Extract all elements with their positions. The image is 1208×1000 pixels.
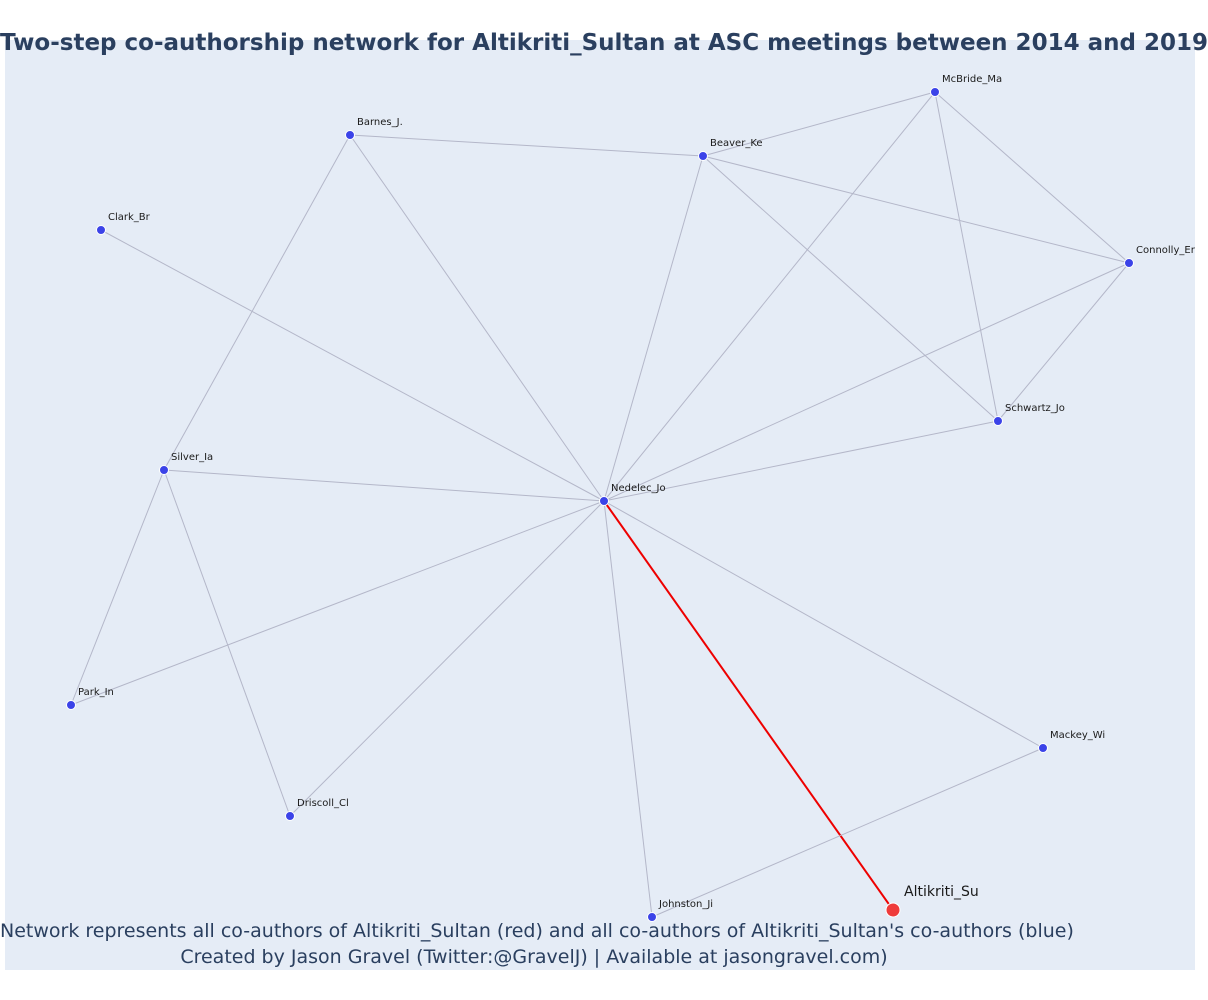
edge-nedelec-jo-barnes-j (349, 134, 605, 502)
node-marker-park-in[interactable] (66, 700, 76, 710)
node-johnston-ji[interactable]: Johnston_Ji (647, 899, 714, 922)
node-label-beaver-ke: Beaver_Ke (710, 138, 763, 149)
edge-barnes-j-beaver-ke (349, 134, 704, 157)
node-marker-nedelec-jo[interactable] (599, 496, 609, 506)
node-label-johnston-ji: Johnston_Ji (658, 899, 713, 910)
edge-nedelec-jo-beaver-ke (603, 155, 704, 502)
chart-title: Two-step co-authorship network for Altik… (0, 30, 1208, 56)
node-label-mackey-wi: Mackey_Wi (1050, 730, 1105, 741)
node-nedelec-jo[interactable]: Nedelec_Jo (599, 483, 666, 506)
node-beaver-ke[interactable]: Beaver_Ke (698, 138, 763, 161)
edge-nedelec-jo-mackey-wi (603, 500, 1044, 749)
caption: Network represents all co-authors of Alt… (0, 918, 1074, 970)
node-marker-silver-ia[interactable] (159, 465, 169, 475)
caption-line-1: Network represents all co-authors of Alt… (0, 920, 1074, 942)
node-label-park-in: Park_In (78, 687, 114, 698)
node-marker-barnes-j[interactable] (345, 130, 355, 140)
node-marker-beaver-ke[interactable] (698, 151, 708, 161)
edge-beaver-ke-schwartz-jo (702, 155, 999, 422)
caption-line-2: Created by Jason Gravel (Twitter:@Gravel… (180, 946, 888, 968)
node-marker-connolly-er[interactable] (1124, 258, 1134, 268)
node-connolly-er[interactable]: Connolly_Er (1124, 245, 1196, 268)
node-label-altikriti-su: Altikriti_Su (904, 884, 979, 900)
node-marker-mcbride-ma[interactable] (930, 87, 940, 97)
edge-silver-ia-park-in (70, 469, 165, 706)
node-label-clark-br: Clark_Br (108, 212, 151, 223)
node-label-driscoll-cl: Driscoll_Cl (297, 798, 349, 809)
edge-nedelec-jo-johnston-ji (603, 500, 653, 918)
node-layer: Altikriti_Su Nedelec_Jo Barnes_J. Beaver_Ke… (66, 74, 1196, 922)
node-marker-mackey-wi[interactable] (1038, 743, 1048, 753)
node-marker-johnston-ji[interactable] (647, 912, 657, 922)
node-marker-schwartz-jo[interactable] (993, 416, 1003, 426)
edge-barnes-j-silver-ia (163, 134, 351, 471)
node-altikriti-su[interactable]: Altikriti_Su (885, 884, 979, 918)
node-marker-altikriti-su[interactable] (885, 902, 901, 918)
node-barnes-j[interactable]: Barnes_J. (345, 117, 403, 140)
node-mackey-wi[interactable]: Mackey_Wi (1038, 730, 1106, 753)
edge-nedelec-jo-driscoll-cl (289, 500, 605, 817)
node-label-silver-ia: Silver_Ia (171, 452, 213, 463)
node-mcbride-ma[interactable]: McBride_Ma (930, 74, 1003, 97)
edge-altikriti-su-nedelec-jo (603, 500, 894, 911)
node-silver-ia[interactable]: Silver_Ia (159, 452, 214, 475)
node-label-barnes-j: Barnes_J. (357, 117, 403, 128)
edge-nedelec-jo-schwartz-jo (603, 420, 999, 502)
edge-silver-ia-driscoll-cl (163, 469, 291, 817)
node-park-in[interactable]: Park_In (66, 687, 114, 710)
edge-nedelec-jo-mcbride-ma (603, 91, 936, 502)
edge-nedelec-jo-silver-ia (163, 469, 605, 502)
edge-nedelec-jo-clark-br (100, 229, 605, 502)
node-label-connolly-er: Connolly_Er (1136, 245, 1196, 256)
node-schwartz-jo[interactable]: Schwartz_Jo (993, 403, 1065, 426)
node-label-mcbride-ma: McBride_Ma (942, 74, 1002, 85)
node-clark-br[interactable]: Clark_Br (96, 212, 151, 235)
edge-nedelec-jo-connolly-er (603, 262, 1130, 502)
node-label-nedelec-jo: Nedelec_Jo (611, 483, 666, 494)
edge-layer (70, 91, 1130, 918)
edge-connolly-er-schwartz-jo (997, 262, 1130, 422)
edge-mcbride-ma-connolly-er (934, 91, 1130, 264)
node-marker-clark-br[interactable] (96, 225, 106, 235)
edge-nedelec-jo-park-in (70, 500, 605, 706)
node-label-schwartz-jo: Schwartz_Jo (1005, 403, 1065, 414)
node-marker-driscoll-cl[interactable] (285, 811, 295, 821)
edge-johnston-ji-mackey-wi (651, 747, 1044, 918)
edge-mcbride-ma-schwartz-jo (934, 91, 999, 422)
edge-beaver-ke-connolly-er (702, 155, 1130, 264)
node-driscoll-cl[interactable]: Driscoll_Cl (285, 798, 349, 821)
edge-beaver-ke-mcbride-ma (702, 91, 936, 157)
